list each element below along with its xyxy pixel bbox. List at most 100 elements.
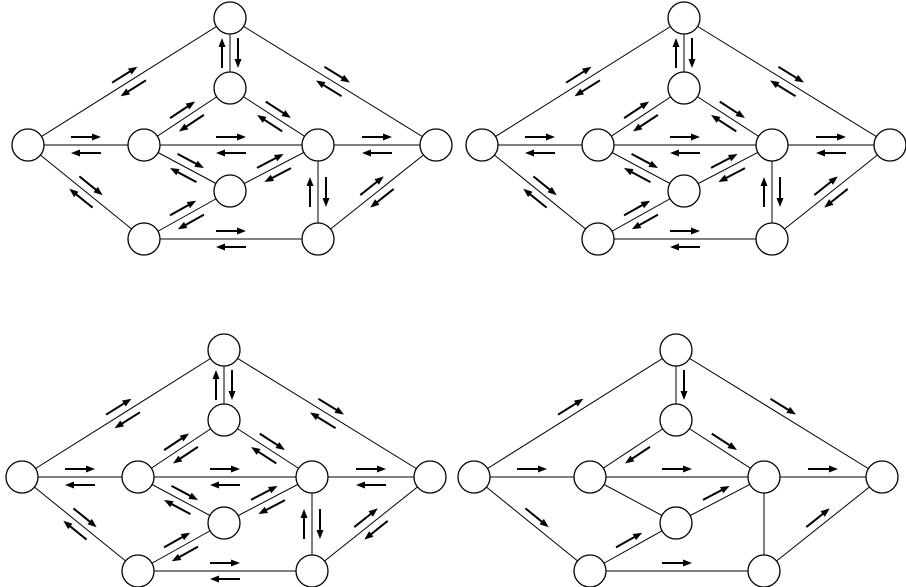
node-bottom-right bbox=[747, 554, 781, 587]
edge bbox=[589, 419, 677, 478]
node-right bbox=[873, 128, 906, 162]
node-center-right bbox=[755, 128, 789, 162]
flow-arrow bbox=[306, 177, 314, 207]
flow-arrow bbox=[264, 167, 292, 183]
flow-arrow bbox=[71, 133, 101, 141]
node-left bbox=[465, 128, 499, 162]
flow-arrow bbox=[170, 167, 197, 184]
node-center-left bbox=[573, 460, 607, 494]
flow-arrow bbox=[210, 481, 240, 489]
edge bbox=[597, 87, 685, 146]
flow-arrow bbox=[711, 115, 737, 133]
flow-arrow bbox=[816, 133, 846, 141]
node-right bbox=[865, 460, 899, 494]
flow-arrow bbox=[178, 114, 205, 132]
flow-arrow bbox=[719, 100, 745, 118]
edge bbox=[771, 144, 891, 240]
node-bottom-right bbox=[301, 222, 335, 256]
edge bbox=[675, 349, 883, 478]
flow-arrow bbox=[517, 465, 547, 473]
node-left bbox=[457, 460, 491, 494]
flow-arrow bbox=[370, 188, 395, 208]
flow-arrow bbox=[177, 213, 205, 230]
node-lower-mid bbox=[667, 174, 701, 208]
node-center-left bbox=[121, 460, 155, 494]
node-top bbox=[207, 333, 241, 367]
flow-arrow bbox=[353, 508, 378, 528]
flow-arrow bbox=[210, 559, 240, 567]
flow-arrow bbox=[623, 200, 651, 217]
node-center-left bbox=[127, 128, 161, 162]
edge bbox=[21, 349, 225, 478]
edge bbox=[473, 476, 591, 572]
flow-arrow bbox=[525, 133, 555, 141]
flow-arrow bbox=[251, 447, 277, 465]
flow-arrow bbox=[234, 38, 242, 68]
flow-arrow bbox=[265, 100, 291, 118]
flow-arrow bbox=[257, 115, 283, 133]
edge bbox=[763, 476, 883, 572]
node-center-left bbox=[581, 128, 615, 162]
edge bbox=[223, 419, 313, 478]
node-upper-mid bbox=[207, 403, 241, 437]
edge bbox=[481, 17, 685, 146]
flow-arrow bbox=[322, 177, 330, 207]
flow-arrow bbox=[770, 80, 797, 98]
flow-arrow bbox=[816, 149, 846, 157]
edge bbox=[675, 419, 765, 478]
flow-arrow bbox=[216, 133, 246, 141]
flow-arrow bbox=[323, 65, 350, 83]
flow-arrow bbox=[169, 200, 197, 217]
flow-arrow bbox=[69, 188, 94, 209]
flow-arrow bbox=[631, 213, 659, 230]
flow-arrow bbox=[776, 177, 784, 207]
flow-arrow bbox=[169, 101, 196, 119]
flow-arrow bbox=[631, 152, 658, 169]
flow-arrow bbox=[824, 188, 849, 208]
flow-arrow bbox=[300, 509, 308, 539]
flow-arrow bbox=[259, 432, 285, 450]
flow-arrow bbox=[808, 465, 838, 473]
flow-arrow bbox=[356, 465, 386, 473]
edge bbox=[27, 17, 231, 146]
node-top bbox=[213, 1, 247, 35]
flow-arrow bbox=[813, 176, 838, 196]
flow-arrow bbox=[364, 520, 389, 540]
flow-arrow bbox=[557, 398, 584, 416]
flow-arrow bbox=[777, 65, 804, 83]
node-lower-mid bbox=[207, 506, 241, 540]
flow-arrow bbox=[532, 175, 557, 196]
flow-arrow bbox=[523, 188, 548, 209]
node-right bbox=[419, 128, 453, 162]
node-center-right bbox=[295, 460, 329, 494]
flow-arrow bbox=[65, 465, 95, 473]
flow-arrow bbox=[574, 79, 601, 97]
flow-arrow bbox=[218, 38, 226, 68]
flow-arrow bbox=[210, 465, 240, 473]
flow-arrow bbox=[114, 411, 141, 429]
flow-arrow bbox=[356, 481, 386, 489]
flow-arrow bbox=[250, 485, 278, 501]
node-lower-mid bbox=[213, 174, 247, 208]
flow-arrow bbox=[670, 149, 700, 157]
flow-arrow bbox=[624, 167, 651, 184]
edge bbox=[229, 87, 319, 146]
flow-arrow bbox=[624, 446, 651, 464]
node-bottom-right bbox=[295, 554, 329, 587]
edge bbox=[683, 87, 773, 146]
flow-arrow bbox=[63, 520, 88, 541]
node-bottom-left bbox=[581, 222, 615, 256]
flow-arrow bbox=[71, 149, 101, 157]
flow-arrow bbox=[670, 243, 700, 251]
flow-arrow bbox=[760, 177, 768, 207]
flow-arrow bbox=[565, 66, 592, 84]
flow-arrow bbox=[216, 243, 246, 251]
panel-bottom-right bbox=[457, 333, 899, 587]
flow-arrow bbox=[805, 508, 830, 528]
flow-arrow bbox=[105, 398, 132, 416]
flow-arrow bbox=[362, 133, 392, 141]
node-upper-mid bbox=[659, 403, 693, 437]
flow-arrow bbox=[316, 80, 343, 98]
flow-arrow bbox=[228, 370, 236, 400]
flow-arrow bbox=[702, 485, 730, 501]
